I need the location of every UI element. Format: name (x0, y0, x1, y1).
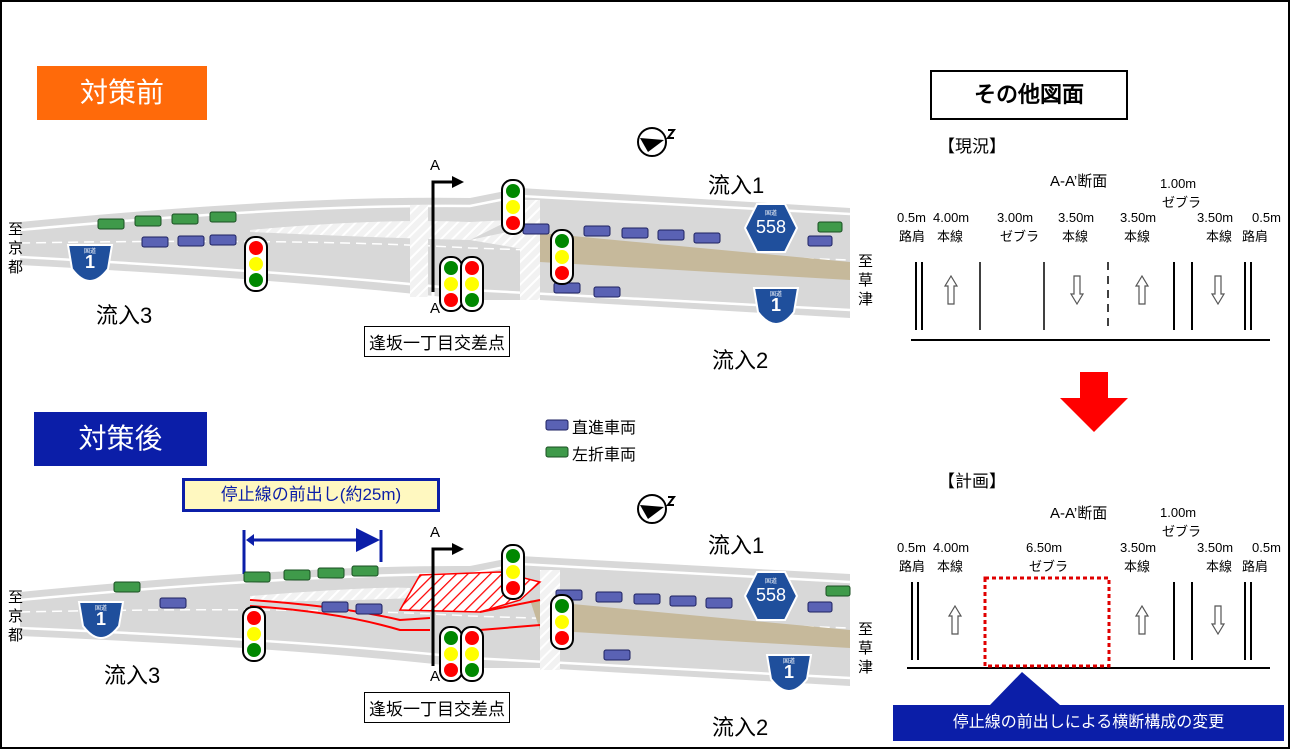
before-inflow1-label: 流入1 (708, 173, 765, 198)
plan-name-shoulder-left: 路肩 (899, 559, 926, 574)
before-intersection-label: 逢坂一丁目交差点 (364, 326, 510, 357)
before-to-kyoto: 至京都 (8, 221, 24, 276)
before-traffic-signals (244, 179, 574, 312)
current-section-title: A-A’断面 (1050, 173, 1108, 190)
plan-width-lane1: 4.00m (933, 540, 970, 555)
other-drawings-title: その他図面 (930, 70, 1128, 120)
before-route-558-shield (743, 203, 799, 253)
before-route-1-number-right: 1 (770, 295, 781, 315)
current-name-zebra-small: ゼブラ (1162, 195, 1202, 210)
before-badge: 対策前 (37, 66, 207, 120)
current-width-lane1: 4.00m (933, 210, 970, 225)
plan-width-shoulder-right: 0.5m (1252, 540, 1281, 555)
change-note: 停止線の前出しによる横断構成の変更 (893, 705, 1284, 741)
before-section-mark-bottom: A (430, 300, 441, 317)
after-route-558-caption: 国道 (764, 579, 777, 585)
legend-left-turn-swatch (545, 446, 569, 458)
before-section-mark-top: A (430, 157, 441, 174)
before-route-1-number-left: 1 (84, 252, 95, 272)
current-name-lane4: 本線 (1206, 229, 1233, 244)
before-inflow2-label: 流入2 (712, 348, 769, 373)
after-badge: 対策後 (34, 412, 207, 466)
before-inflow3-label: 流入3 (96, 303, 153, 328)
current-width-lane3: 3.50m (1120, 210, 1157, 225)
plan-name-lane2: 本線 (1124, 559, 1151, 574)
after-to-kyoto: 至京都 (8, 589, 24, 644)
plan-changed-area (983, 576, 1111, 668)
after-route-1-caption-left: 国道 (94, 606, 107, 612)
plan-width-zebra-small: 1.00m (1160, 505, 1197, 520)
plan-name-lane3: 本線 (1206, 559, 1233, 574)
current-lane-arrows (943, 274, 1226, 306)
plan-lane-arrows (947, 604, 1226, 636)
plan-name-zebra-small: ゼブラ (1162, 524, 1202, 539)
plan-width-shoulder-left: 0.5m (897, 540, 926, 555)
legend-straight-label: 直進車両 (572, 420, 637, 437)
plan-cross-section (907, 582, 1270, 669)
after-inflow1-label: 流入1 (708, 533, 765, 558)
after-inflow3-label: 流入3 (104, 663, 161, 688)
current-name-shoulder-left: 路肩 (899, 229, 926, 244)
before-route-558-number: 558 (755, 217, 787, 237)
after-road-diagram (19, 494, 851, 686)
after-left-turn-vehicles (113, 565, 851, 597)
after-route-558-shield (743, 571, 799, 621)
current-name-lane1: 本線 (937, 229, 964, 244)
plan-name-lane1: 本線 (937, 559, 964, 574)
stop-line-advance-dimension (242, 528, 383, 574)
current-name-lane3: 本線 (1124, 229, 1151, 244)
after-section-mark-top: A (430, 524, 441, 541)
before-straight-vehicles (141, 223, 833, 298)
plan-section-title: A-A’断面 (1050, 505, 1108, 522)
current-width-lane2: 3.50m (1058, 210, 1095, 225)
after-route-1-caption-right: 国道 (782, 659, 795, 665)
legend-left-turn-label: 左折車両 (572, 447, 637, 464)
before-to-kusatsu: 至草津 (858, 253, 874, 308)
current-label: 【現況】 (938, 137, 1006, 156)
current-name-lane2: 本線 (1062, 229, 1089, 244)
plan-name-shoulder-right: 路肩 (1242, 559, 1269, 574)
plan-width-lane2: 3.50m (1120, 540, 1157, 555)
current-name-shoulder-right: 路肩 (1242, 229, 1269, 244)
plan-width-lane3: 3.50m (1197, 540, 1234, 555)
after-route-1-shield-left (77, 601, 125, 639)
before-route-558-caption: 国道 (764, 211, 777, 217)
after-inflow2-label: 流入2 (712, 715, 769, 740)
before-route-1-caption-right: 国道 (769, 292, 782, 298)
before-route-1-shield-left (66, 244, 114, 282)
current-width-zebra-small: 1.00m (1160, 176, 1197, 191)
plan-label: 【計画】 (938, 472, 1006, 491)
after-route-1-shield-right (765, 654, 813, 692)
before-route-1-shield-right (752, 287, 800, 325)
current-width-zebra: 3.00m (997, 210, 1034, 225)
change-down-arrow (1060, 372, 1128, 432)
after-route-1-number-left: 1 (95, 609, 106, 629)
after-traffic-signals (242, 544, 574, 682)
current-width-lane4: 3.50m (1197, 210, 1234, 225)
plan-width-zebra: 6.50m (1026, 540, 1063, 555)
current-cross-section (911, 262, 1270, 341)
current-width-shoulder-right: 0.5m (1252, 210, 1281, 225)
after-route-558-number: 558 (755, 585, 787, 605)
before-route-1-caption-left: 国道 (83, 249, 96, 255)
after-route-1-number-right: 1 (783, 662, 794, 682)
current-name-zebra: ゼブラ (1000, 229, 1040, 244)
after-intersection-label: 逢坂一丁目交差点 (364, 692, 510, 723)
after-to-kusatsu: 至草津 (858, 621, 874, 676)
legend-straight-swatch (545, 419, 569, 431)
plan-name-zebra: ゼブラ (1029, 559, 1069, 574)
before-left-turn-vehicles (97, 211, 843, 233)
stop-line-callout: 停止線の前出し(約25m) (182, 478, 440, 512)
after-section-mark-bottom: A (430, 668, 441, 685)
note-pointer (990, 672, 1060, 705)
current-width-shoulder-left: 0.5m (897, 210, 926, 225)
after-straight-vehicles (159, 589, 833, 661)
